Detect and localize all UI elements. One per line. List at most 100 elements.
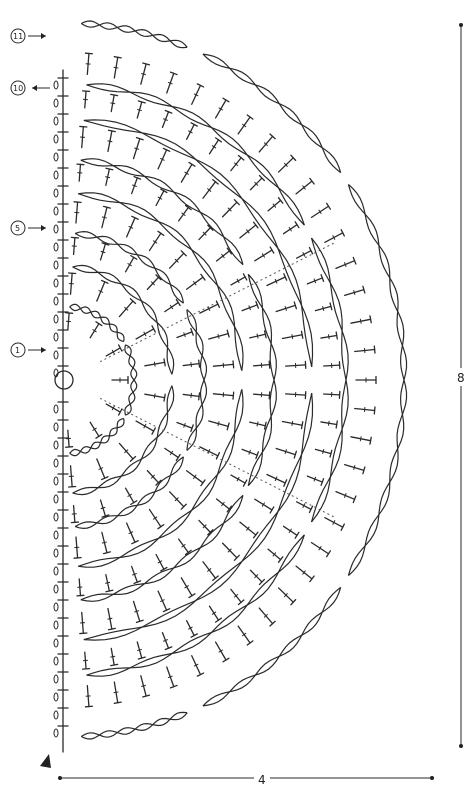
spine-stitch [54, 546, 68, 557]
spine-loop [54, 477, 58, 485]
stitch-top [189, 162, 195, 166]
stitch-top [66, 313, 73, 314]
spine-loop [54, 657, 58, 665]
spine-stitch [54, 456, 68, 467]
stitch-top [370, 437, 371, 444]
stitch-top [233, 392, 234, 399]
stitch-top [247, 641, 253, 645]
chain-strand [84, 120, 312, 367]
stitch-bar [323, 449, 324, 454]
spine-loop [54, 279, 58, 287]
spine-loop [54, 513, 58, 521]
stitch-bar [285, 306, 286, 311]
row-marker-5: 5 [11, 221, 46, 235]
chain-strand [78, 193, 242, 371]
chain-strand [78, 194, 243, 371]
stitch-top [336, 421, 337, 428]
stitch-bar [257, 334, 258, 339]
spine-loop [54, 117, 58, 125]
spine-loop [54, 423, 58, 431]
stitch-top [164, 359, 165, 366]
stitch-round [85, 53, 376, 707]
stitch-top [330, 450, 332, 457]
row-marker-11-label: 11 [13, 32, 23, 41]
stitch-top [270, 507, 274, 513]
spine-stitch [54, 582, 68, 593]
spine-stitch [54, 96, 68, 107]
stitch-bar [102, 542, 107, 543]
spine-stitch [54, 708, 68, 719]
chain-strand [203, 587, 341, 706]
stitch-top [85, 706, 92, 707]
stitch-top [199, 393, 200, 400]
scallop [203, 587, 341, 706]
stitch-top [189, 594, 195, 598]
spine-loop [54, 243, 58, 251]
spine-stitch [54, 690, 68, 701]
stitch-top [363, 467, 365, 474]
stitch-rounds [66, 53, 376, 707]
stitch-top [158, 525, 164, 529]
chain-strand [78, 389, 242, 567]
scallop [203, 54, 341, 173]
spine-loop [54, 171, 58, 179]
spine-loop [54, 261, 58, 269]
stitch-top [302, 422, 303, 429]
stitch-top [216, 138, 222, 142]
spine-stitch [54, 276, 68, 287]
spine-stitch [54, 150, 68, 161]
spine-stitch [54, 348, 68, 359]
chain-strand [87, 535, 305, 675]
stitch-bar [154, 362, 155, 367]
spine-stitch [54, 258, 68, 269]
stitch-top [363, 286, 365, 293]
stitch-top [108, 130, 115, 131]
stitch-top [247, 115, 253, 119]
stitch-top [201, 274, 205, 280]
stitch-bar [360, 436, 361, 441]
stitch-top [108, 628, 115, 629]
chain-strand [87, 85, 305, 225]
stitch-top [114, 702, 121, 703]
spine-stitch [54, 240, 68, 251]
row-marker-11: 11 [11, 29, 46, 43]
stitch-top [164, 394, 165, 401]
stitch-top [69, 273, 76, 274]
stitch-top [201, 480, 205, 486]
chain-strand [81, 713, 187, 738]
spine-loop [54, 225, 58, 233]
stitch-top [302, 331, 303, 338]
stitch-top [74, 558, 81, 559]
width-label: 4 [258, 773, 266, 786]
stitch-top [233, 361, 234, 368]
height-dimension: 8 [455, 23, 469, 748]
spine-stitch [54, 528, 68, 539]
stitch-bar [110, 656, 115, 657]
spine-stitch [54, 564, 68, 575]
row-marker-1-label: 1 [15, 346, 20, 355]
spine-loop [54, 549, 58, 557]
stitch-top [114, 57, 121, 58]
stitch-top [96, 434, 102, 438]
chain-strand [81, 712, 187, 739]
spine-loop [54, 567, 58, 575]
spine-stitch [54, 654, 68, 665]
height-label: 8 [457, 371, 465, 385]
stitch-top [111, 664, 118, 665]
stitch-top [66, 447, 73, 448]
stitch-top [330, 303, 332, 310]
spine-loop [54, 603, 58, 611]
spine-stitch [54, 330, 68, 341]
stitch-bar [114, 692, 119, 693]
stitch-top [77, 595, 84, 596]
spine-stitch [54, 132, 68, 143]
stitch-bar [257, 422, 258, 427]
stitch-bar [328, 334, 329, 339]
stitch-top [106, 168, 113, 170]
chain-strand [73, 386, 174, 493]
stitch-top [374, 346, 375, 353]
spine-loop [54, 675, 58, 683]
spine-stitch [54, 312, 68, 323]
chain-strand [203, 54, 341, 173]
